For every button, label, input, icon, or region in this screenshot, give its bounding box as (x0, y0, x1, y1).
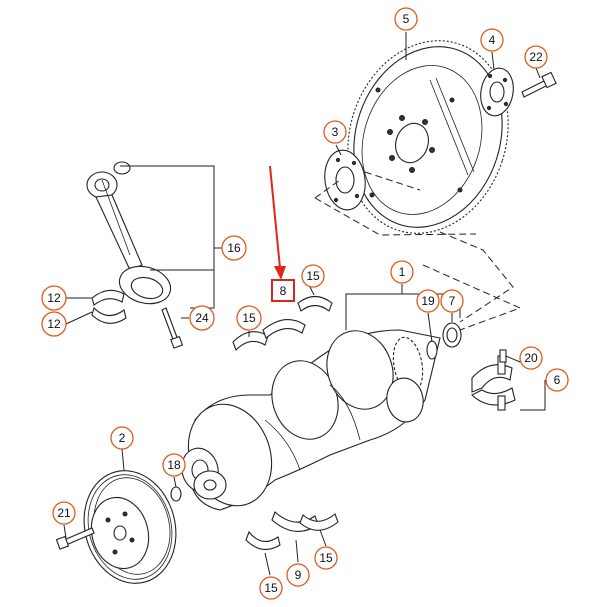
damper-bolt (55, 527, 95, 550)
callout-6: 6 (545, 368, 569, 392)
thrust-washer (426, 340, 438, 360)
svg-text:22: 22 (529, 50, 543, 64)
svg-text:18: 18 (167, 458, 181, 472)
bearing-cap-bolt (499, 349, 507, 363)
svg-text:6: 6 (554, 373, 561, 387)
upper-bearing-shells (232, 295, 333, 351)
conrod-bearing-shells (91, 289, 127, 324)
callout-12-a: 12 (41, 285, 67, 311)
svg-text:3: 3 (332, 125, 339, 139)
vibration-damper (83, 470, 177, 584)
svg-text:4: 4 (489, 33, 496, 47)
crank-sprocket-washer (170, 486, 182, 502)
callout-5: 5 (394, 7, 418, 31)
callout-2: 2 (110, 426, 134, 450)
highlight-arrow (269, 165, 286, 280)
svg-text:15: 15 (306, 269, 320, 283)
svg-text:12: 12 (47, 291, 61, 305)
assembly-lines (314, 171, 522, 331)
svg-text:2: 2 (119, 431, 126, 445)
callout-7: 7 (440, 289, 464, 313)
callout-19: 19 (416, 289, 440, 313)
svg-text:20: 20 (524, 351, 538, 365)
svg-text:8: 8 (280, 284, 287, 298)
callout-12-b: 12 (41, 311, 67, 337)
callout-15-a: 15 (301, 264, 325, 288)
callout-1: 1 (390, 260, 414, 284)
svg-text:9: 9 (295, 568, 302, 582)
callout-4: 4 (480, 28, 504, 52)
svg-text:12: 12 (47, 317, 61, 331)
flywheel-shim (480, 67, 514, 117)
callout-16: 16 (221, 235, 247, 261)
lower-bearing-shells (245, 511, 339, 551)
conrod-bolt (161, 307, 184, 349)
svg-text:16: 16 (227, 241, 241, 255)
callout-21: 21 (52, 501, 76, 525)
callout-24: 24 (189, 305, 215, 331)
crankshaft (181, 329, 441, 511)
callout-18: 18 (162, 453, 186, 477)
callout-15-c: 15 (314, 546, 338, 570)
svg-text:21: 21 (57, 506, 71, 520)
main-bearing-ring (442, 322, 462, 348)
svg-text:1: 1 (399, 265, 406, 279)
svg-text:19: 19 (421, 294, 435, 308)
callout-15-d: 15 (259, 576, 283, 600)
bearing-cap (471, 355, 516, 411)
callouts: 5 4 22 3 16 1 15 12 12 24 19 7 15 20 6 2… (41, 7, 569, 600)
flywheel (347, 40, 509, 234)
callout-3: 3 (323, 120, 347, 144)
flywheel-bolt-holes (369, 87, 463, 198)
flywheel-bolt (521, 71, 557, 98)
svg-text:15: 15 (319, 551, 333, 565)
callout-9: 9 (286, 563, 310, 587)
svg-text:15: 15 (264, 581, 278, 595)
svg-text:7: 7 (449, 294, 456, 308)
svg-text:24: 24 (195, 311, 209, 325)
intermediate-plate (324, 149, 366, 211)
svg-text:15: 15 (242, 311, 256, 325)
svg-text:5: 5 (403, 12, 410, 26)
callout-15-b: 15 (236, 305, 262, 331)
connecting-rod (86, 161, 172, 305)
highlight-callout-8: 8 (271, 279, 295, 302)
callout-22: 22 (524, 45, 548, 69)
callout-20: 20 (519, 346, 543, 370)
